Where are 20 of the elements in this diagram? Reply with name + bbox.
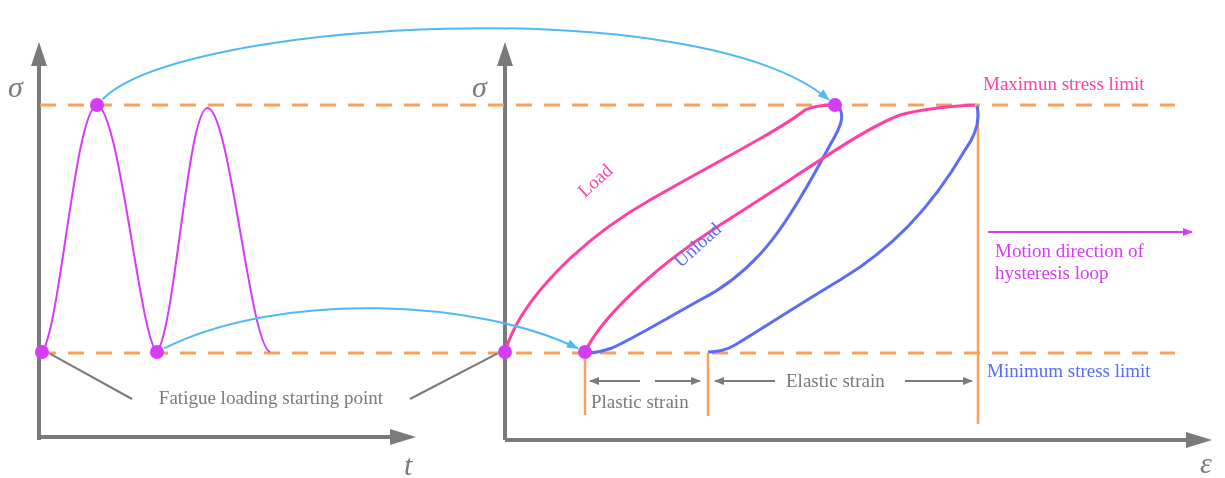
dot-marker: [150, 345, 164, 359]
dot-marker: [35, 345, 49, 359]
annotation-text: Fatigue loading starting point: [135, 387, 407, 409]
dot-marker: [828, 98, 842, 112]
dot-marker: [90, 98, 104, 112]
axis-label: t: [404, 448, 413, 478]
dot-marker: [498, 345, 512, 359]
limit-label: Minimum stress limit: [987, 360, 1151, 382]
direction-label: Motion direction of hysteresis loop: [995, 240, 1145, 284]
axis-label: ε: [1200, 446, 1212, 478]
axis-label: σ: [8, 70, 23, 105]
dimension-label: Elastic strain: [786, 370, 885, 392]
limit-label: Maximun stress limit: [983, 73, 1145, 95]
dimension-label: Plastic strain: [591, 391, 689, 413]
leader-line: [409, 352, 499, 400]
arrow: [163, 307, 579, 350]
axis-label: σ: [472, 70, 487, 105]
arrow: [101, 27, 830, 101]
leader-line: [48, 352, 133, 400]
dot-marker: [578, 345, 592, 359]
